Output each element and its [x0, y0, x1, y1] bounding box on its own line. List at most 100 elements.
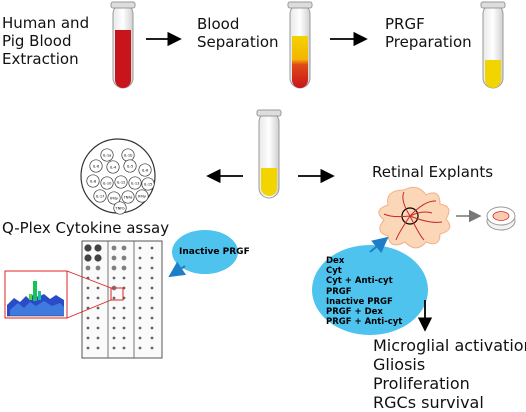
culture-dish-icon: [486, 206, 516, 231]
array-spot: [96, 306, 100, 310]
inactive-prgf-oval: [172, 230, 238, 274]
plate-well-label: IL-1a: [103, 154, 112, 158]
prgf-tube-icon: [480, 1, 506, 89]
array-spot: [86, 326, 90, 330]
intensity-plot-icon: [4, 270, 112, 319]
array-spot: [111, 255, 117, 261]
array-spot: [96, 336, 100, 340]
array-spot: [85, 265, 91, 271]
arrow-treatments-to-retina: [369, 236, 389, 254]
array-spot: [138, 316, 142, 320]
plate-well-label: IL-1b: [124, 154, 134, 158]
arrow-inactive-to-array: [168, 261, 187, 278]
plate-well: [138, 163, 152, 177]
plate-well: [128, 176, 142, 190]
array-spot: [150, 256, 154, 260]
array-spot: [84, 254, 92, 262]
array-spot: [150, 306, 154, 310]
preparation-label: PRGF Preparation: [385, 15, 472, 51]
plate-well-label: IFNy: [138, 195, 147, 199]
plate-well: [135, 189, 149, 203]
array-spot: [111, 265, 117, 271]
array-spot: [138, 286, 142, 290]
plate-well: [100, 176, 114, 190]
array-spot: [96, 326, 100, 330]
array-spot: [96, 346, 100, 350]
array-spot: [150, 346, 154, 350]
plate-well-label: IL-6: [142, 169, 149, 173]
array-spot: [86, 346, 90, 350]
array-spot: [150, 336, 154, 340]
array-spot: [96, 286, 100, 290]
plate-well-label: IL-8: [90, 180, 97, 184]
plate-well: [123, 159, 137, 173]
array-spot: [121, 255, 127, 261]
qplex-title: Q-Plex Cytokine assay: [2, 219, 170, 237]
inactive-prgf-label: Inactive PRGF: [179, 247, 250, 257]
plate-well-label: IL-17: [96, 195, 105, 199]
array-spot: [138, 326, 142, 330]
array-spot: [138, 256, 142, 260]
array-spot: [86, 336, 90, 340]
plate-well-label: IFNy: [110, 197, 119, 201]
array-spot: [86, 316, 90, 320]
array-spot: [138, 266, 142, 270]
array-spot: [95, 265, 101, 271]
array-spot: [150, 316, 154, 320]
plate-well: [113, 201, 127, 215]
treatments-oval: [312, 245, 428, 335]
array-spot: [112, 296, 116, 300]
array-spot: [112, 336, 116, 340]
array-spot: [138, 306, 142, 310]
plate-well-label: TNFa: [123, 196, 133, 200]
plate-well: [141, 177, 155, 191]
array-spot: [150, 246, 154, 250]
retinal-explant-icon: [378, 186, 451, 249]
blood-tube-icon: [110, 1, 136, 89]
array-spot: [138, 276, 142, 280]
array-spot: [138, 346, 142, 350]
array-spot: [150, 286, 154, 290]
outcomes-list: Microglial activation Gliosis Proliferat…: [373, 336, 526, 412]
array-spot: [138, 296, 142, 300]
array-spot: [86, 286, 90, 290]
array-spot: [138, 246, 142, 250]
array-spot: [121, 245, 127, 251]
treatments-list: Dex Cyt Cyt + Anti-cyt PRGF Inactive PRG…: [326, 256, 403, 328]
plate-well: [93, 189, 107, 203]
plate-well-label: TNFb: [114, 207, 125, 211]
array-spot: [96, 276, 100, 280]
array-spot: [150, 276, 154, 280]
array-spot: [96, 316, 100, 320]
array-spot: [112, 276, 116, 280]
plate-well: [86, 174, 100, 188]
plate-well: [107, 191, 121, 205]
plate-well-label: IL-6: [93, 165, 100, 169]
plate-well-label: IL-10: [103, 182, 113, 186]
extraction-label: Human and Pig Blood Extraction: [2, 14, 90, 68]
array-spot: [122, 346, 126, 350]
array-spot: [84, 244, 92, 252]
plate-well-label: IL-12: [117, 181, 126, 185]
separated-blood-tube-icon: [287, 1, 313, 89]
array-spot: [112, 346, 116, 350]
membrane-array-icon: [81, 240, 163, 359]
array-spot: [94, 254, 102, 262]
array-spot: [122, 306, 126, 310]
array-spot: [150, 296, 154, 300]
array-spot: [112, 306, 116, 310]
center-prgf-tube-icon: [256, 109, 282, 199]
separation-label: Blood Separation: [197, 15, 279, 51]
plate-well-label: IL-13: [131, 182, 140, 186]
plate-well-label: IL-4: [110, 166, 117, 170]
array-spot: [94, 244, 102, 252]
array-spot: [150, 326, 154, 330]
array-spot: [86, 296, 90, 300]
array-spot: [112, 326, 116, 330]
array-spot: [112, 316, 116, 320]
array-spot: [122, 326, 126, 330]
array-spot: [121, 265, 127, 271]
array-spot: [122, 336, 126, 340]
plate-well: [100, 148, 114, 162]
